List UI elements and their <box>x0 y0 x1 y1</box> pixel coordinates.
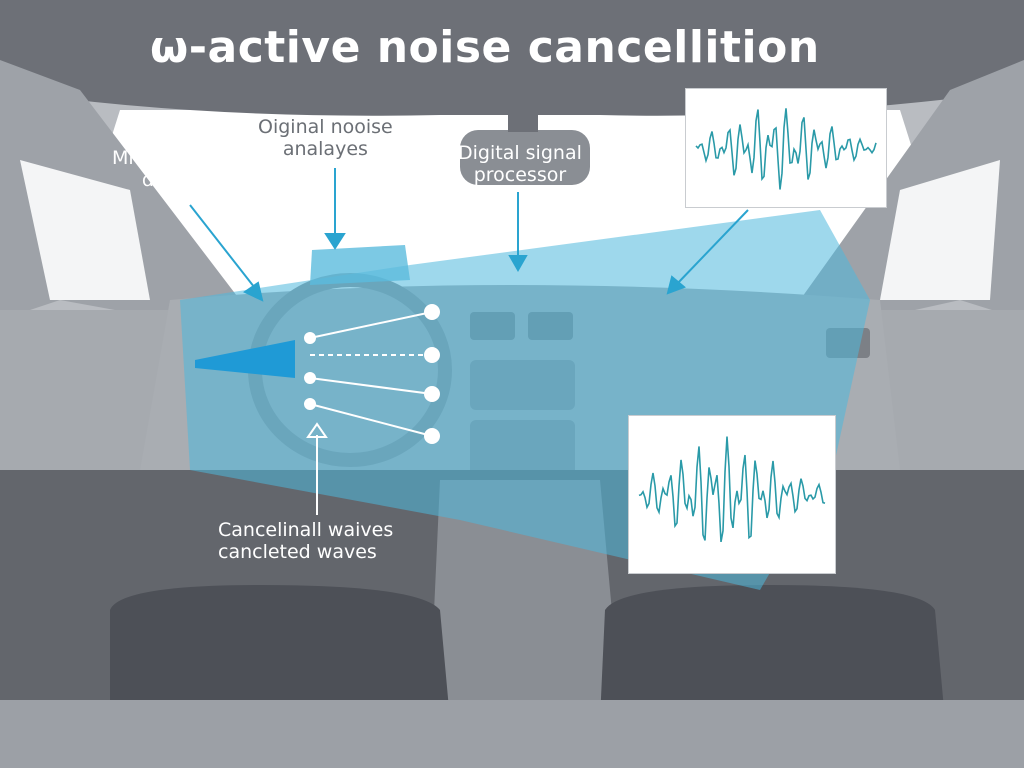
microphone-display <box>195 340 295 378</box>
arrows <box>189 168 749 302</box>
arrow-icon <box>324 233 346 250</box>
arrow-icon <box>508 255 528 273</box>
headliner <box>0 0 1024 116</box>
label-dsp: Digital signal processor <box>458 142 582 186</box>
waveform <box>695 108 877 190</box>
diagram-title: ω-active noise cancellition <box>150 22 820 73</box>
rear-view-mirror <box>460 130 590 185</box>
label-original-noise: Oiginal nooise analayes <box>258 116 393 160</box>
arrow-up-icon <box>306 422 328 438</box>
waveform <box>638 436 826 543</box>
label-microphones: Microphones detect <box>112 147 233 191</box>
label-cancel-waves: Cancelinall waives cancleted waves <box>218 519 394 563</box>
waveform-line <box>638 436 826 543</box>
right-seat <box>600 585 945 720</box>
arrow-icon <box>666 275 686 295</box>
cancelled-waveform-panel <box>628 415 836 574</box>
signal-lines <box>304 304 440 444</box>
original-waveform-panel <box>685 88 887 208</box>
cancel-arrow <box>306 422 328 515</box>
arrow-icon <box>243 281 264 302</box>
left-seat <box>110 585 450 720</box>
waveform-line <box>695 108 877 190</box>
